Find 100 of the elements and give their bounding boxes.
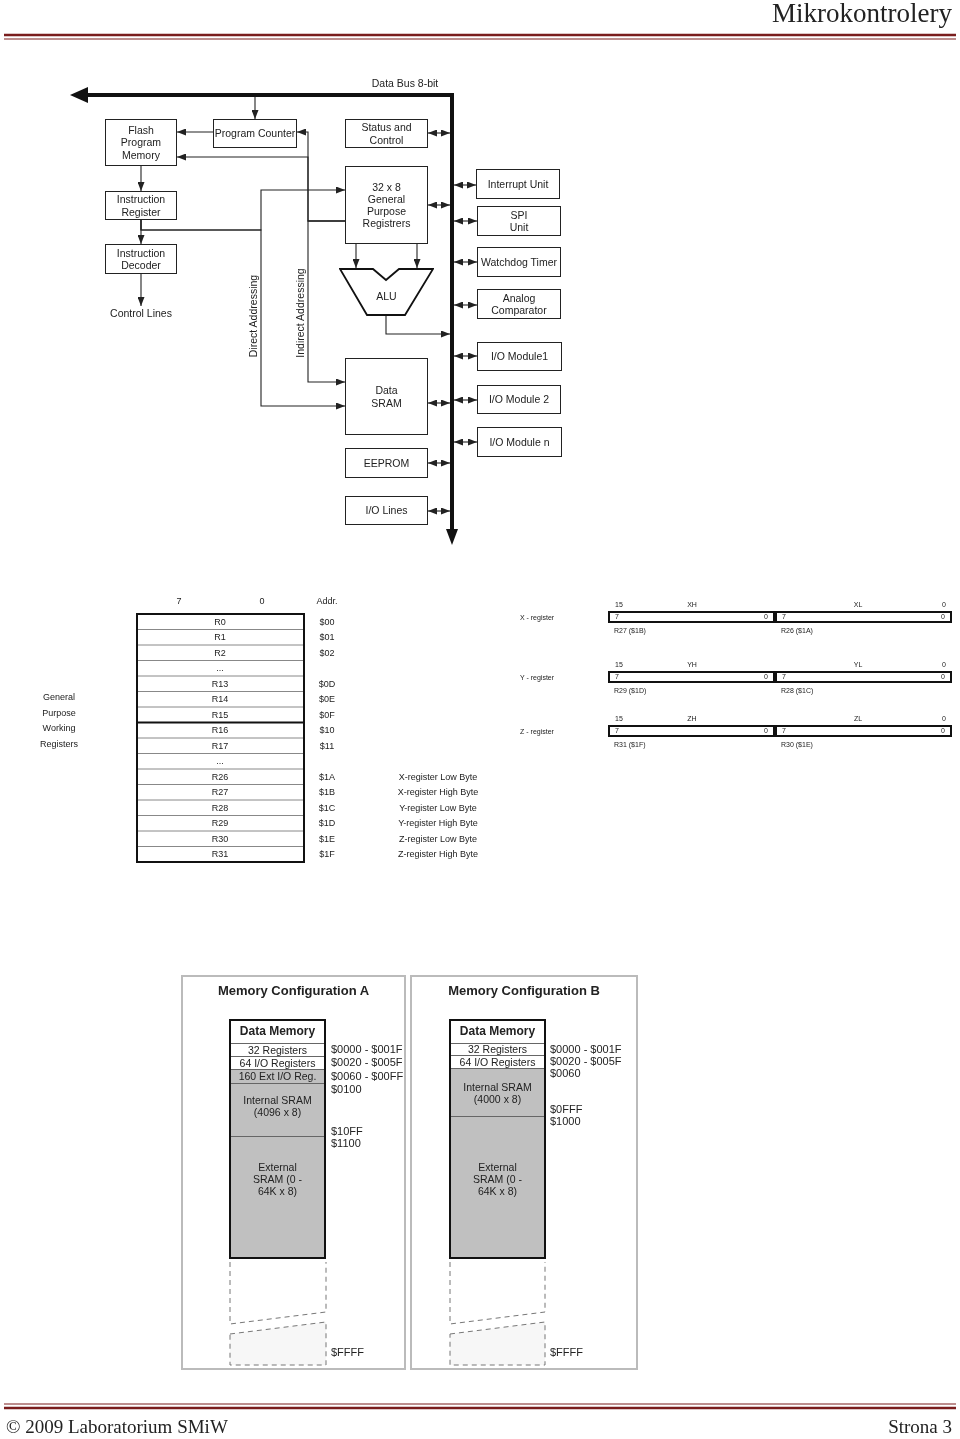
arrow (427, 507, 451, 515)
arrow (453, 352, 478, 360)
address-label: $1F (319, 849, 335, 860)
footer-text: © 2009 Laboratorium SMiW (6, 1416, 228, 1438)
arrow (413, 243, 421, 269)
box-label: I/O Module1 (490, 350, 549, 363)
block-box (476, 169, 560, 199)
alu-trapezoid (339, 268, 434, 316)
box-label: I/O Module 2 (488, 393, 550, 406)
register-name: ... (216, 756, 224, 767)
register-name: R14 (211, 694, 229, 705)
block-box (345, 119, 428, 148)
block-box (477, 289, 561, 319)
address-label: $0060 (550, 1067, 581, 1079)
segment-label: Internal SRAM (4096 x 8) (243, 1094, 312, 1119)
bit-number: 0 (259, 596, 265, 606)
note-text: Y-register High Byte (398, 818, 478, 829)
arrow (427, 201, 451, 209)
address-label: $FFFF (550, 1346, 583, 1358)
block-box (105, 119, 177, 166)
block-box (105, 191, 177, 220)
register-field-box (775, 671, 952, 683)
address-label: $0000 - $001F (550, 1043, 622, 1055)
address-label: $10FF (331, 1125, 363, 1137)
block-box (477, 385, 561, 414)
address-label: $0100 (331, 1083, 362, 1095)
address-label: $02 (319, 647, 335, 658)
memory-map-column (449, 1019, 546, 1259)
bus-label: Data Bus 8-bit (370, 77, 440, 90)
register-name: R30 (211, 833, 229, 844)
page-title: Mikrokontrolery (772, 0, 952, 29)
block-box (477, 342, 562, 371)
arrow (453, 301, 478, 309)
memory-segment (451, 1043, 544, 1055)
register-field-box (608, 725, 775, 737)
address-label: $0E (319, 694, 335, 705)
segment-label: 64 I/O Registers (459, 1055, 536, 1069)
data-bus (446, 93, 458, 545)
segment-label: Internal SRAM (4000 x 8) (463, 1081, 532, 1106)
block-box (477, 427, 562, 457)
box-label: Status and Control (360, 121, 413, 146)
address-label: $11 (319, 740, 335, 751)
memory-segment (451, 1116, 544, 1257)
arrow (385, 315, 451, 338)
address-label: $1A (319, 771, 335, 782)
register-field-box (775, 611, 952, 623)
arrow (453, 258, 478, 266)
arrow (453, 396, 478, 404)
address-label: $1000 (550, 1115, 581, 1127)
box-label: EEPROM (363, 456, 410, 470)
arrow (176, 128, 214, 136)
register-field-box (775, 725, 952, 737)
register-name: ... (216, 663, 224, 674)
column-heading: Data Memory (459, 1025, 536, 1039)
address-label: $1E (319, 833, 335, 844)
note-text: Y-register Low Byte (399, 802, 477, 813)
register-name: R13 (211, 678, 229, 689)
note-text: Z-register Low Byte (399, 833, 477, 844)
note-text: Z-register High Byte (398, 849, 478, 860)
register-field-box (608, 671, 775, 683)
address-label: $1C (318, 802, 336, 813)
arrow (453, 438, 478, 446)
dashed-memory-continuation (449, 1262, 546, 1366)
arrow (453, 217, 478, 225)
address-label: $0D (318, 678, 336, 689)
panel-title: Memory Configuration B (448, 984, 600, 999)
address-label: $0020 - $005F (331, 1056, 403, 1068)
box-label: I/O Module n (489, 435, 550, 449)
segment-label: 64 I/O Registers (239, 1056, 316, 1070)
box-label: Instruction Decoder (115, 246, 167, 272)
box-label: Program Counter (214, 127, 296, 140)
memory-segment (231, 1083, 324, 1136)
register-name: R27 (211, 787, 229, 798)
address-label: $10 (319, 725, 335, 736)
register-name: R16 (211, 725, 229, 736)
box-label: Flash Program Memory (119, 124, 163, 161)
address-label: $0000 - $001F (331, 1043, 403, 1055)
column-header: Addr. (316, 596, 338, 606)
alu-label: ALU (376, 289, 397, 303)
bit-number: 7 (176, 596, 182, 606)
box-label: SPI Unit (508, 208, 530, 234)
block-box (345, 358, 428, 435)
edge-label: Direct Addressing (247, 274, 259, 358)
dashed-memory-continuation (229, 1262, 327, 1366)
register-name: R15 (211, 709, 229, 720)
arrow (427, 399, 451, 407)
edge-label: Indirect Addressing (294, 268, 306, 358)
register-name: R1 (214, 632, 226, 643)
address-label: $0020 - $005F (550, 1055, 622, 1067)
box-label: Data SRAM (370, 384, 403, 409)
panel-title: Memory Configuration A (217, 984, 370, 999)
address-label: $1B (319, 787, 335, 798)
box-label: I/O Lines (365, 504, 408, 517)
register-name: R0 (214, 616, 226, 627)
address-label: $0FFF (550, 1103, 583, 1115)
signal-label: Control Lines (110, 306, 172, 320)
block-box (345, 496, 428, 525)
memory-segment (231, 1069, 324, 1083)
segment-label: 32 Registers (468, 1043, 527, 1056)
address-label: $1100 (331, 1137, 361, 1149)
